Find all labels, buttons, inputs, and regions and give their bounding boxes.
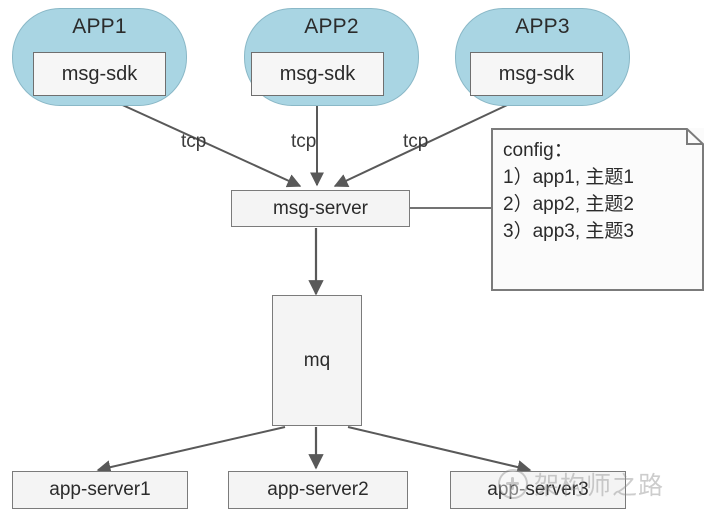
edge-label-tcp-3: tcp — [403, 131, 429, 152]
edge-mq-to-appserver1 — [96, 426, 286, 474]
app2-msg-sdk-box[interactable]: msg-sdk — [251, 52, 384, 96]
config-note-header: config： — [503, 140, 573, 161]
edge-mq-to-appserver3 — [347, 426, 532, 474]
app3-msg-sdk-box[interactable]: msg-sdk — [470, 52, 603, 96]
msg-server-node[interactable]: msg-server — [231, 190, 410, 227]
app3-title: APP3 — [515, 15, 570, 38]
app-server1-label: app-server1 — [49, 479, 151, 500]
config-note-line-2: 2）app2, 主题2 — [503, 193, 634, 215]
app2-msg-sdk-label: msg-sdk — [279, 62, 356, 85]
app-server2-node[interactable]: app-server2 — [228, 471, 408, 509]
app3-msg-sdk-label: msg-sdk — [498, 62, 575, 85]
edge-label-tcp-1: tcp — [181, 131, 207, 152]
mq-label: mq — [303, 349, 331, 371]
app1-msg-sdk-label: msg-sdk — [61, 62, 138, 85]
config-note-line-3: 3）app3, 主题3 — [503, 220, 634, 242]
edge-label-tcp-2: tcp — [291, 131, 317, 152]
app1-title: APP1 — [72, 15, 127, 38]
app-server3-label: app-server3 — [487, 479, 589, 500]
mq-node[interactable]: mq — [272, 295, 362, 426]
app-server1-node[interactable]: app-server1 — [12, 471, 188, 509]
config-note-shape — [491, 128, 704, 291]
app1-msg-sdk-box[interactable]: msg-sdk — [33, 52, 166, 96]
app-server3-node[interactable]: app-server3 — [450, 471, 626, 509]
msg-server-label: msg-server — [272, 197, 368, 219]
config-note: config： 1）app1, 主题1 2）app2, 主题2 3）app3, … — [491, 128, 704, 291]
app2-title: APP2 — [304, 15, 359, 38]
app-server2-label: app-server2 — [267, 479, 369, 500]
config-note-line-1: 1）app1, 主题1 — [503, 166, 634, 188]
